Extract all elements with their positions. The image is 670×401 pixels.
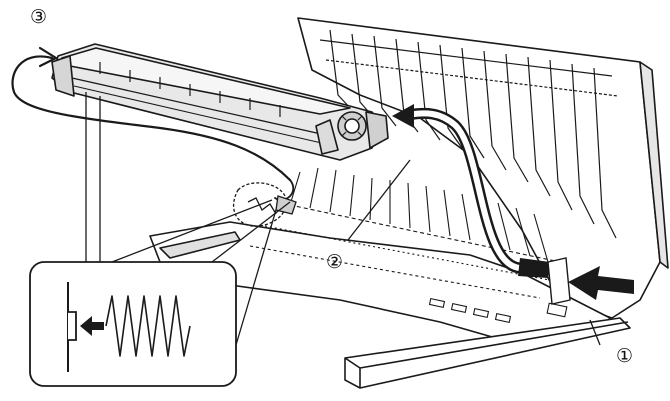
callout-2: ② [326, 251, 343, 273]
lift-arrow [392, 104, 550, 278]
callout-1: ① [616, 345, 633, 367]
spring-detail-inset [29, 261, 237, 387]
callout-leaders [85, 92, 601, 346]
base-slots [428, 297, 568, 324]
roller-unit [51, 43, 389, 161]
callout-3: ③ [30, 6, 47, 28]
push-arrow-icon [547, 257, 634, 305]
callouts: ③ ② ① [30, 6, 633, 367]
spring-icon [105, 295, 191, 357]
lower-guide-ribs [249, 167, 561, 299]
arrow-left-icon [80, 316, 104, 336]
